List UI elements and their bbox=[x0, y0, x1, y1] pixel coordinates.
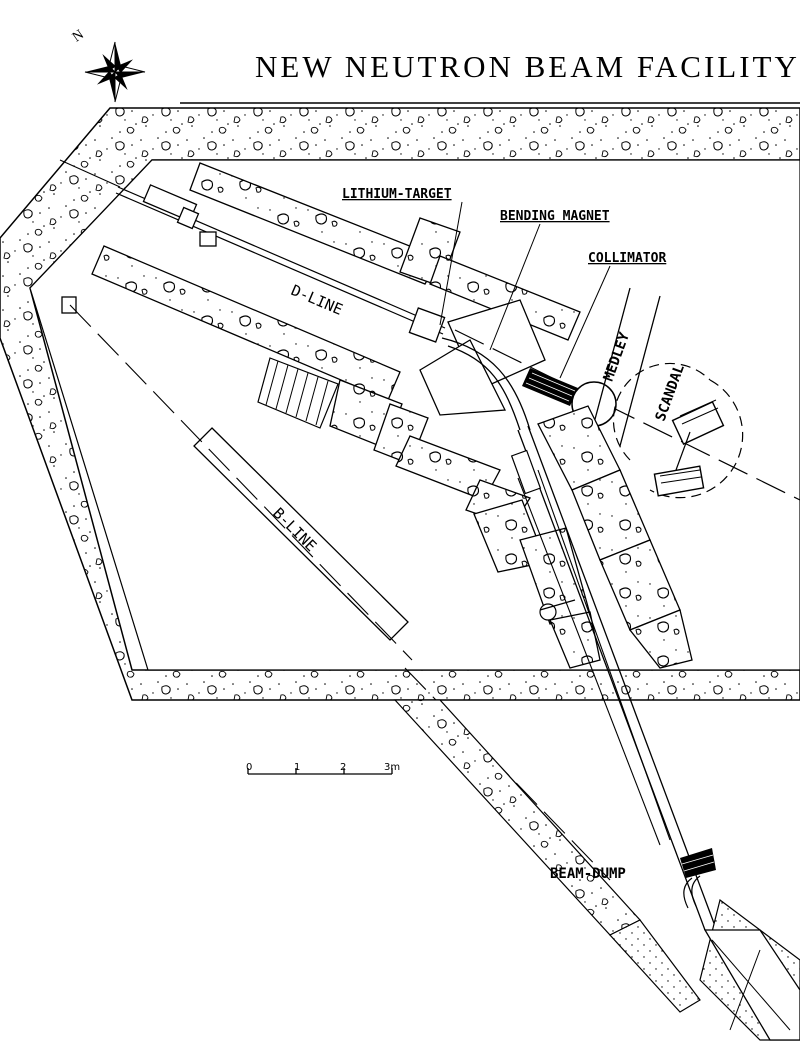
scale-tick-3m: 3m bbox=[384, 762, 400, 773]
compass-rose-icon bbox=[84, 41, 146, 103]
scale-tick-1: 1 bbox=[294, 762, 300, 773]
scale-tick-0: 0 bbox=[246, 762, 252, 773]
leader-lithium-target bbox=[439, 201, 463, 326]
scale-tick-2: 2 bbox=[340, 762, 346, 773]
stairs bbox=[257, 357, 339, 429]
label-collimator: COLLIMATOR bbox=[588, 251, 666, 266]
d-line-beam-pipe bbox=[59, 159, 446, 335]
bending-magnet bbox=[419, 337, 531, 431]
lithium-target-assembly bbox=[408, 299, 546, 391]
label-beam-dump: BEAM-DUMP bbox=[550, 866, 626, 882]
leader-collimator bbox=[559, 265, 611, 379]
compass-north-letter: N bbox=[70, 27, 87, 45]
scale-bar: 0 1 2 3m bbox=[246, 762, 400, 775]
neutron-beam-line bbox=[454, 329, 800, 501]
d-line-shielding-upper bbox=[189, 162, 581, 341]
d-line-shielding-lower bbox=[91, 245, 531, 527]
beam-dump-line-shielding bbox=[473, 405, 693, 669]
beam-dump-pipe bbox=[510, 425, 716, 931]
collimator bbox=[522, 368, 578, 406]
scandal-station bbox=[612, 362, 744, 499]
leader-bending-magnet bbox=[489, 223, 541, 351]
page-title: NEW NEUTRON BEAM FACILITY bbox=[255, 49, 800, 84]
label-bending-magnet: BENDING MAGNET bbox=[500, 209, 610, 224]
label-lithium-target: LITHIUM-TARGET bbox=[342, 187, 452, 202]
beam-dump bbox=[680, 848, 800, 1041]
